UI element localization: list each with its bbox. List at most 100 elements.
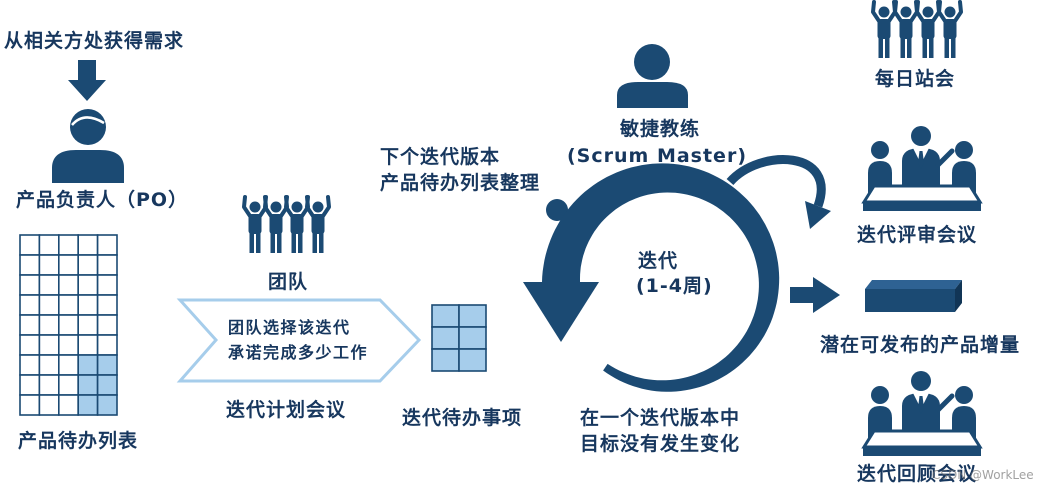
backlog-cell (57, 234, 79, 256)
team-member-figure (871, 0, 897, 58)
figure-head (922, 6, 934, 18)
presenter-head (911, 126, 931, 146)
presenter-arm (935, 148, 955, 168)
backlog-cell (19, 294, 41, 316)
figure-torso (269, 214, 283, 234)
figure-arm (937, 0, 947, 23)
sprint-planning-line-1: 团队选择该迭代 (228, 318, 351, 337)
backlog-cell-selected (77, 354, 99, 376)
meeting-table-front (863, 447, 981, 456)
team-member-figure (242, 195, 268, 253)
figure-head (944, 6, 956, 18)
sprint-backlog-cell (431, 326, 460, 350)
product-owner-label: 产品负责人（PO） (16, 189, 189, 211)
backlog-cell (19, 254, 41, 276)
figure-leg (929, 37, 934, 58)
sprint-backlog-cell (458, 348, 487, 372)
attendee-head (955, 141, 973, 159)
backlog-cell (57, 354, 79, 376)
figure-torso (248, 214, 262, 234)
backlog-cell (77, 234, 99, 256)
meeting-table-front (863, 202, 981, 211)
backlog-cell (38, 314, 60, 336)
sprint-backlog-cell (431, 348, 460, 372)
backlog-cell-selected (77, 374, 99, 396)
backlog-cell (38, 354, 60, 376)
team-member-figure (263, 195, 289, 253)
backlog-cell (96, 274, 118, 296)
increment-label: 潜在可发布的产品增量 (820, 334, 1021, 356)
person-head (70, 109, 106, 145)
watermark: CSDN @WorkLee (932, 468, 1034, 482)
team-label: 团队 (268, 271, 309, 293)
presenter-arm (935, 393, 955, 413)
product-owner-icon (52, 109, 124, 183)
scrum-master-subtitle: (Scrum Master) (567, 145, 747, 167)
right-arrow-icon (790, 277, 840, 313)
figure-leg (951, 37, 956, 58)
figure-leg (270, 232, 275, 253)
backlog-cell (38, 374, 60, 396)
scrum-master-title: 敏捷教练 (619, 118, 700, 140)
figure-arm (263, 195, 273, 218)
backlog-cell (19, 354, 41, 376)
backlog-cell (57, 314, 79, 336)
figure-arm (871, 0, 881, 23)
backlog-cell-selected (96, 374, 118, 396)
figure-head (878, 6, 890, 18)
figure-arm (284, 195, 294, 218)
figure-torso (943, 19, 957, 39)
team-member-figure (893, 0, 919, 58)
backlog-cell (38, 274, 60, 296)
figure-head (900, 6, 912, 18)
sprint-duration: (1-4周) (636, 275, 713, 297)
backlog-cell (57, 334, 79, 356)
backlog-cell (57, 294, 79, 316)
figure-arm (305, 195, 315, 218)
figure-leg (907, 37, 912, 58)
sprint-goal-line-1: 在一个迭代版本中 (580, 407, 741, 429)
scrum-master-icon (617, 44, 688, 108)
backlog-cell (38, 294, 60, 316)
daily-cycle-arrowhead (805, 201, 831, 229)
backlog-cell (96, 334, 118, 356)
daily-standup-team-icon (871, 0, 963, 58)
backlog-cell (57, 374, 79, 396)
backlog-cell (19, 334, 41, 356)
backlog-cell (96, 294, 118, 316)
backlog-cell (38, 234, 60, 256)
team-icon (242, 195, 331, 253)
figure-leg (291, 232, 296, 253)
sprint-backlog-cell (458, 326, 487, 350)
meeting-table-top (861, 184, 983, 204)
figure-leg (885, 37, 890, 58)
sprint-retrospective-meeting-icon (861, 371, 983, 456)
figure-leg (277, 232, 282, 253)
sprint-planning-label: 迭代计划会议 (226, 399, 347, 421)
sprint-review-meeting-icon (861, 126, 983, 211)
requirements-label: 从相关方处获得需求 (4, 30, 185, 52)
daily-cycle-arrow (726, 155, 826, 208)
backlog-cell (96, 234, 118, 256)
figure-torso (290, 214, 304, 234)
team-member-figure (305, 195, 331, 253)
product-box-icon (865, 280, 962, 312)
sprint-backlog-label: 迭代待办事项 (402, 407, 523, 429)
backlog-cell (38, 394, 60, 416)
figure-head (291, 201, 303, 213)
box-front-face (865, 289, 955, 312)
figure-leg (878, 37, 883, 58)
backlog-cell (19, 234, 41, 256)
backlog-cell (57, 394, 79, 416)
box-top-face (865, 280, 962, 289)
figure-torso (311, 214, 325, 234)
attendee-head (871, 141, 889, 159)
figure-leg (312, 232, 317, 253)
person-hairline (71, 116, 105, 126)
sprint-label: 迭代 (638, 250, 679, 272)
presenter-tie (918, 151, 924, 169)
backlog-cell (38, 334, 60, 356)
figure-leg (900, 37, 905, 58)
sprint-cycle-arrow (542, 163, 780, 392)
sprint-backlog-cell (458, 304, 487, 328)
